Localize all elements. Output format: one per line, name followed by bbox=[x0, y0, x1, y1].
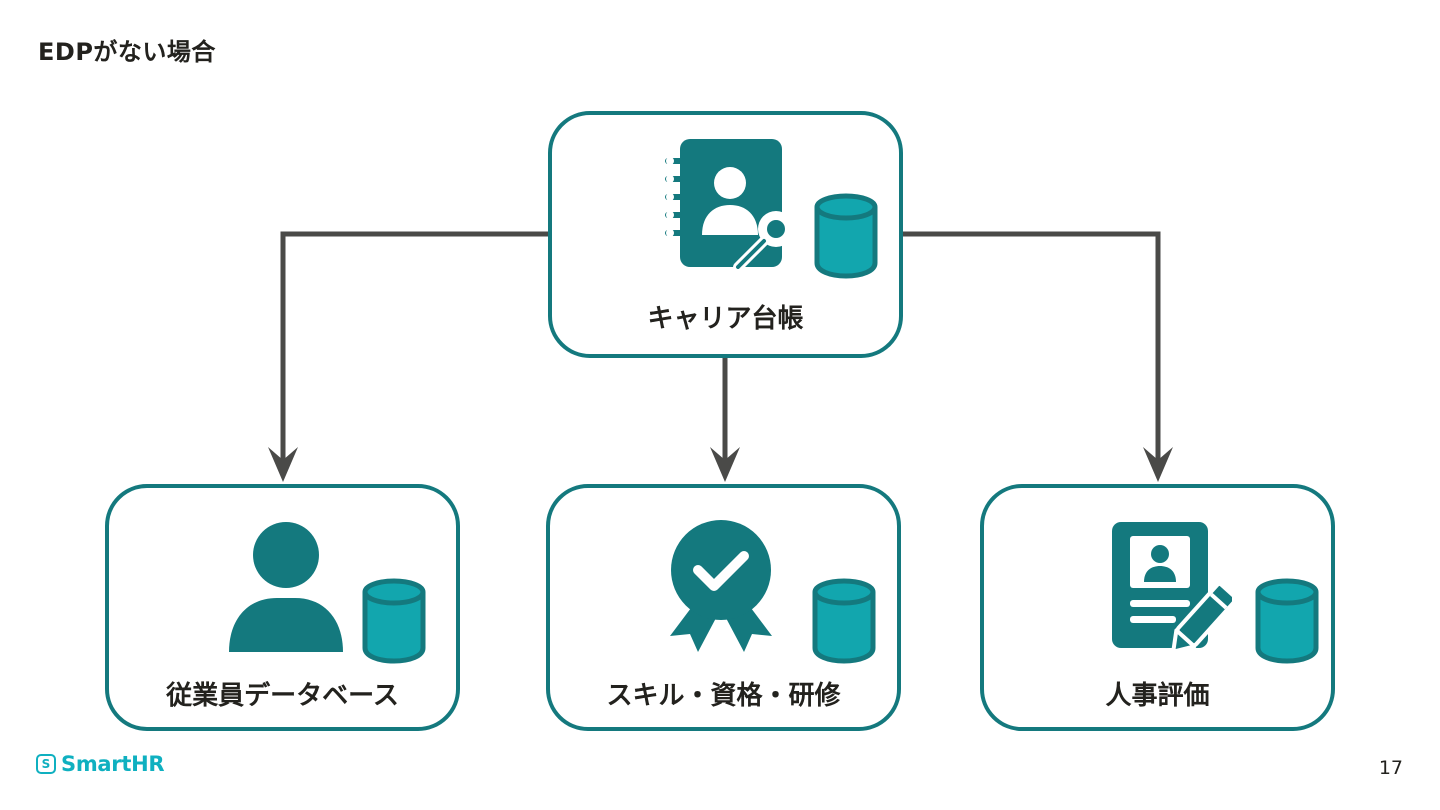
career-ledger-icon bbox=[665, 139, 794, 269]
career-ledger-label: キャリア台帳 bbox=[647, 304, 804, 334]
arrowhead-employee-db bbox=[268, 447, 298, 482]
evaluation-node: 人事評価 bbox=[980, 484, 1335, 731]
certificate-badge-icon bbox=[670, 520, 772, 652]
database-cylinder-icon bbox=[1255, 578, 1319, 664]
arrowhead-evaluation bbox=[1143, 447, 1173, 482]
skills-label: スキル・資格・研修 bbox=[606, 681, 841, 711]
employee-db-node: 従業員データベース bbox=[105, 484, 460, 731]
arrowhead-skills bbox=[710, 447, 740, 482]
career-ledger-node: キャリア台帳 bbox=[548, 111, 903, 358]
smarthr-logo: S SmartHR bbox=[36, 752, 165, 776]
connector-to-employee-db bbox=[280, 231, 550, 470]
database-cylinder-icon bbox=[362, 578, 426, 664]
smarthr-logo-icon: S bbox=[36, 754, 56, 774]
slide-title: EDPがない場合 bbox=[38, 38, 216, 66]
evaluation-form-icon bbox=[1112, 522, 1232, 654]
page-number: 17 bbox=[1378, 757, 1403, 779]
database-cylinder-icon bbox=[814, 193, 878, 279]
skills-node: スキル・資格・研修 bbox=[546, 484, 901, 731]
connector-to-evaluation bbox=[901, 231, 1161, 470]
employee-db-label: 従業員データベース bbox=[166, 681, 399, 711]
evaluation-label: 人事評価 bbox=[1105, 681, 1210, 711]
database-cylinder-icon bbox=[812, 578, 876, 664]
smarthr-logo-text: SmartHR bbox=[61, 752, 165, 776]
person-icon bbox=[229, 522, 343, 652]
